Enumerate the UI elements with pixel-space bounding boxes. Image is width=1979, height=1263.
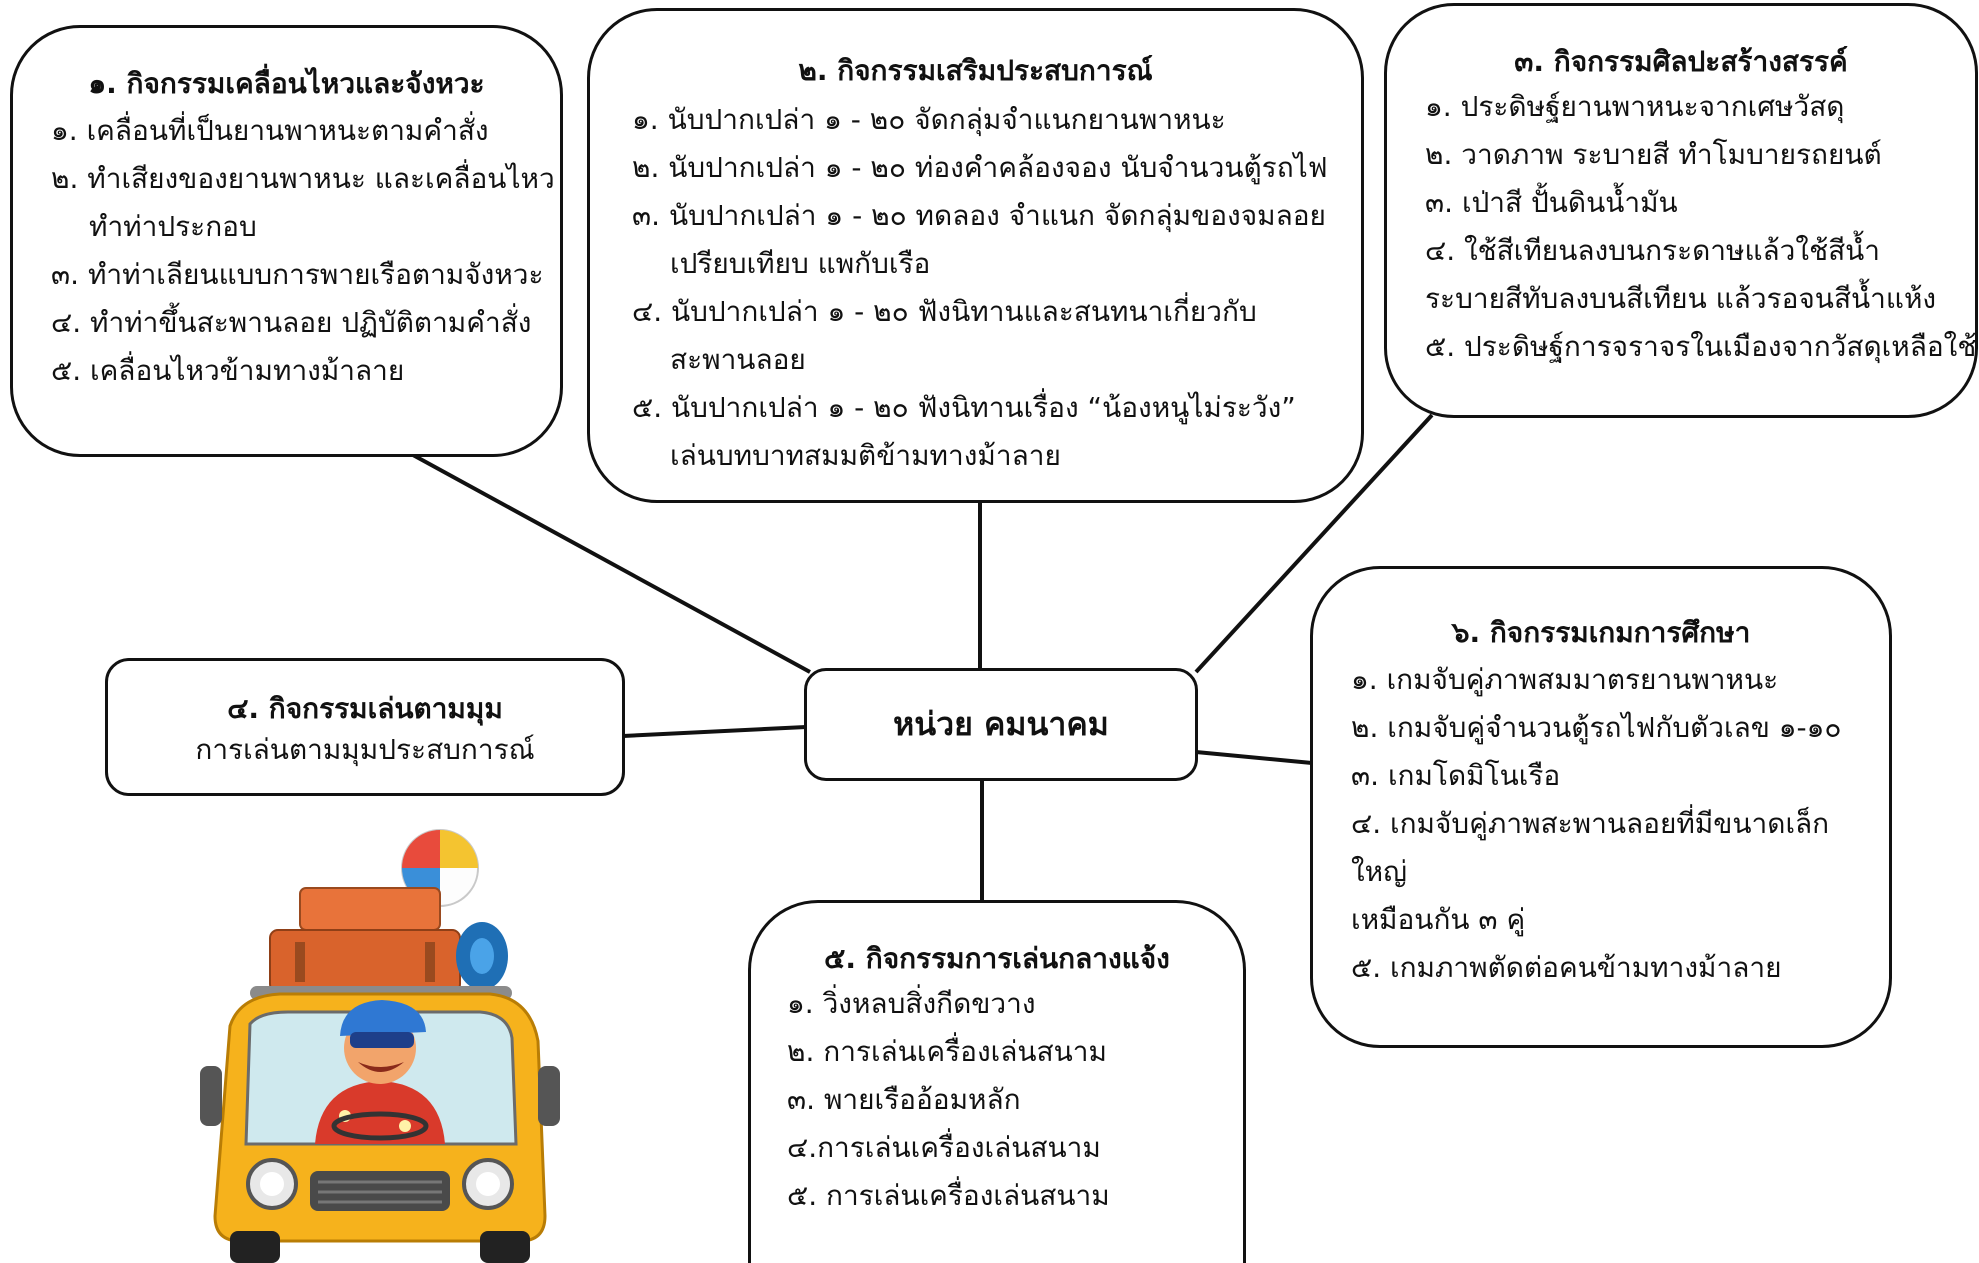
movement-activity-list: ๑. เคลื่อนที่เป็นยานพาหนะตามคำสั่ง๒. ทำเ… xyxy=(51,107,560,395)
list-item: ๑. ประดิษฐ์ยานพาหนะจากเศษวัสดุ xyxy=(1425,83,1975,131)
list-item-text: ๔. ทำท่าขึ้นสะพานลอย ปฏิบัติตามคำสั่ง xyxy=(51,306,532,340)
list-item-text: ๕. นับปากเปล่า ๑ - ๒๐ ฟังนิทานเรื่อง “น้… xyxy=(632,391,1296,425)
list-item: ๒. นับปากเปล่า ๑ - ๒๐ ท่องคำคล้องจอง นับ… xyxy=(632,144,1361,192)
center-topic-title: หน่วย คมนาคม xyxy=(893,705,1109,743)
list-item-text: ๕. การเล่นเครื่องเล่นสนาม xyxy=(787,1179,1110,1213)
list-item: ๔. นับปากเปล่า ๑ - ๒๐ ฟังนิทานและสนทนาเก… xyxy=(632,288,1361,384)
list-item: ๕. เกมภาพตัดต่อคนข้ามทางม้าลาย xyxy=(1351,944,1889,992)
list-item-text: ใหญ่ xyxy=(1351,855,1407,889)
list-item-text: ๒. การเล่นเครื่องเล่นสนาม xyxy=(787,1035,1107,1069)
outdoor-activity-list: ๑. วิ่งหลบสิ่งกีดขวาง๒. การเล่นเครื่องเล… xyxy=(787,980,1243,1220)
list-item: ๕. ประดิษฐ์การจราจรในเมืองจากวัสดุเหลือใ… xyxy=(1425,323,1977,371)
list-item-text: ๓. นับปากเปล่า ๑ - ๒๐ ทดลอง จำแนก จัดกลุ… xyxy=(632,199,1326,233)
list-item: ๒. การเล่นเครื่องเล่นสนาม xyxy=(787,1028,1243,1076)
experience-activity-node: ๒. กิจกรรมเสริมประสบการณ์ ๑. นับปากเปล่า… xyxy=(587,8,1364,503)
list-item: ๕. เคลื่อนไหวข้ามทางม้าลาย xyxy=(51,347,560,395)
steering-wheel-icon xyxy=(331,1111,429,1141)
list-item: ๑. เคลื่อนที่เป็นยานพาหนะตามคำสั่ง xyxy=(51,107,560,155)
list-item-text: ๔. นับปากเปล่า ๑ - ๒๐ ฟังนิทานและสนทนาเก… xyxy=(632,295,1257,329)
list-item-text: ๓. เกมโดมิโนเรือ xyxy=(1351,759,1561,793)
list-item-text: ๔. เกมจับคู่ภาพสะพานลอยที่มีขนาดเล็ก xyxy=(1351,807,1830,841)
list-item-text: ๕. เกมภาพตัดต่อคนข้ามทางม้าลาย xyxy=(1351,951,1782,985)
list-item: ๒. วาดภาพ ระบายสี ทำโมบายรถยนต์ xyxy=(1425,131,1975,179)
list-item-text: ๓. ทำท่าเลียนแบบการพายเรือตามจังหวะ xyxy=(51,258,544,292)
art-activity-node: ๓. กิจกรรมศิลปะสร้างสรรค์ ๑. ประดิษฐ์ยาน… xyxy=(1384,3,1978,418)
list-item: ๓. ทำท่าเลียนแบบการพายเรือตามจังหวะ xyxy=(51,251,560,299)
list-item: ๑. เกมจับคู่ภาพสมมาตรยานพาหนะ xyxy=(1351,656,1889,704)
list-item-continuation: เปรียบเทียบ แพกับเรือ xyxy=(670,247,931,281)
list-item: ๔.การเล่นเครื่องเล่นสนาม xyxy=(787,1124,1243,1172)
list-item: ระบายสีทับลงบนสีเทียน แล้วรอจนสีน้ำแห้ง xyxy=(1425,275,1975,323)
list-item: ๓. พายเรืออ้อมหลัก xyxy=(787,1076,1243,1124)
list-item: ๓. เกมโดมิโนเรือ xyxy=(1351,752,1889,800)
outdoor-activity-node: ๕. กิจกรรมการเล่นกลางแจ้ง ๑. วิ่งหลบสิ่ง… xyxy=(748,900,1246,1263)
experience-activity-list: ๑. นับปากเปล่า ๑ - ๒๐ จัดกลุ่มจำแนกยานพา… xyxy=(632,96,1361,480)
art-activity-title: ๓. กิจกรรมศิลปะสร้างสรรค์ xyxy=(1514,45,1848,78)
luggage-icon xyxy=(269,887,508,993)
outdoor-activity-title: ๕. กิจกรรมการเล่นกลางแจ้ง xyxy=(824,942,1170,975)
list-item-text: ๔.การเล่นเครื่องเล่นสนาม xyxy=(787,1131,1101,1165)
list-item: ๓. นับปากเปล่า ๑ - ๒๐ ทดลอง จำแนก จัดกลุ… xyxy=(632,192,1361,288)
list-item-text: ๓. พายเรืออ้อมหลัก xyxy=(787,1083,1021,1117)
list-item-text: ๕. ประดิษฐ์การจราจรในเมืองจากวัสดุเหลือใ… xyxy=(1425,330,1977,364)
list-item-text: เหมือนกัน ๓ คู่ xyxy=(1351,903,1526,937)
connector-corners xyxy=(622,725,807,738)
list-item-text: ๒. ทำเสียงของยานพาหนะ และเคลื่อนไหว xyxy=(51,162,555,196)
list-item: ๑. นับปากเปล่า ๑ - ๒๐ จัดกลุ่มจำแนกยานพา… xyxy=(632,96,1361,144)
list-item-text: ๒. เกมจับคู่จำนวนตู้รถไฟกับตัวเลข ๑-๑๐ xyxy=(1351,711,1842,745)
list-item: ใหญ่ xyxy=(1351,848,1889,896)
list-item-text: ๑. ประดิษฐ์ยานพาหนะจากเศษวัสดุ xyxy=(1425,90,1845,124)
center-topic-node: หน่วย คมนาคม xyxy=(804,668,1198,781)
movement-activity-node: ๑. กิจกรรมเคลื่อนไหวและจังหวะ ๑. เคลื่อน… xyxy=(10,25,563,457)
list-item-text: ๑. เคลื่อนที่เป็นยานพาหนะตามคำสั่ง xyxy=(51,114,489,148)
connector-games xyxy=(1195,750,1313,765)
list-item: ๑. วิ่งหลบสิ่งกีดขวาง xyxy=(787,980,1243,1028)
corners-activity-subtitle: การเล่นตามมุมประสบการณ์ xyxy=(195,733,535,767)
art-activity-list: ๑. ประดิษฐ์ยานพาหนะจากเศษวัสดุ๒. วาดภาพ … xyxy=(1425,83,1977,371)
experience-activity-title: ๒. กิจกรรมเสริมประสบการณ์ xyxy=(798,54,1153,87)
list-item-text: ๓. เป่าสี ปั้นดินน้ำมัน xyxy=(1425,186,1678,220)
connector-art xyxy=(1194,413,1434,674)
list-item-continuation: เล่นบทบาทสมมติข้ามทางม้าลาย xyxy=(670,439,1061,473)
list-item-text: ๒. วาดภาพ ระบายสี ทำโมบายรถยนต์ xyxy=(1425,138,1882,172)
connector-movement xyxy=(412,453,811,674)
list-item-text: ๒. นับปากเปล่า ๑ - ๒๐ ท่องคำคล้องจอง นับ… xyxy=(632,151,1328,185)
list-item: ๓. เป่าสี ปั้นดินน้ำมัน xyxy=(1425,179,1975,227)
list-item: ๔. เกมจับคู่ภาพสะพานลอยที่มีขนาดเล็ก xyxy=(1351,800,1889,848)
list-item-continuation: ทำท่าประกอบ xyxy=(89,210,257,244)
games-activity-title: ๖. กิจกรรมเกมการศึกษา xyxy=(1451,616,1751,649)
list-item-text: ๔. ใช้สีเทียนลงบนกระดาษแล้วใช้สีน้ำ xyxy=(1425,234,1881,268)
corners-activity-node: ๔. กิจกรรมเล่นตามมุม การเล่นตามมุมประสบก… xyxy=(105,658,625,796)
list-item-text: ๑. เกมจับคู่ภาพสมมาตรยานพาหนะ xyxy=(1351,663,1779,697)
cartoon-bus-driver-illustration xyxy=(200,829,560,1263)
list-item: ๔. ทำท่าขึ้นสะพานลอย ปฏิบัติตามคำสั่ง xyxy=(51,299,560,347)
corners-activity-title: ๔. กิจกรรมเล่นตามมุม xyxy=(227,692,503,725)
list-item: ๔. ใช้สีเทียนลงบนกระดาษแล้วใช้สีน้ำ xyxy=(1425,227,1975,275)
list-item: ๕. การเล่นเครื่องเล่นสนาม xyxy=(787,1172,1243,1220)
movement-activity-title: ๑. กิจกรรมเคลื่อนไหวและจังหวะ xyxy=(88,67,485,100)
list-item: เหมือนกัน ๓ คู่ xyxy=(1351,896,1889,944)
games-activity-list: ๑. เกมจับคู่ภาพสมมาตรยานพาหนะ๒. เกมจับคู… xyxy=(1351,656,1889,992)
list-item: ๕. นับปากเปล่า ๑ - ๒๐ ฟังนิทานเรื่อง “น้… xyxy=(632,384,1361,480)
list-item-continuation: สะพานลอย xyxy=(670,343,806,377)
list-item-text: ระบายสีทับลงบนสีเทียน แล้วรอจนสีน้ำแห้ง xyxy=(1425,282,1937,316)
list-item-text: ๕. เคลื่อนไหวข้ามทางม้าลาย xyxy=(51,354,405,388)
list-item-text: ๑. นับปากเปล่า ๑ - ๒๐ จัดกลุ่มจำแนกยานพา… xyxy=(632,103,1226,137)
games-activity-node: ๖. กิจกรรมเกมการศึกษา ๑. เกมจับคู่ภาพสมม… xyxy=(1310,566,1892,1048)
list-item: ๒. ทำเสียงของยานพาหนะ และเคลื่อนไหวทำท่า… xyxy=(51,155,560,251)
list-item-text: ๑. วิ่งหลบสิ่งกีดขวาง xyxy=(787,987,1036,1021)
list-item: ๒. เกมจับคู่จำนวนตู้รถไฟกับตัวเลข ๑-๑๐ xyxy=(1351,704,1889,752)
